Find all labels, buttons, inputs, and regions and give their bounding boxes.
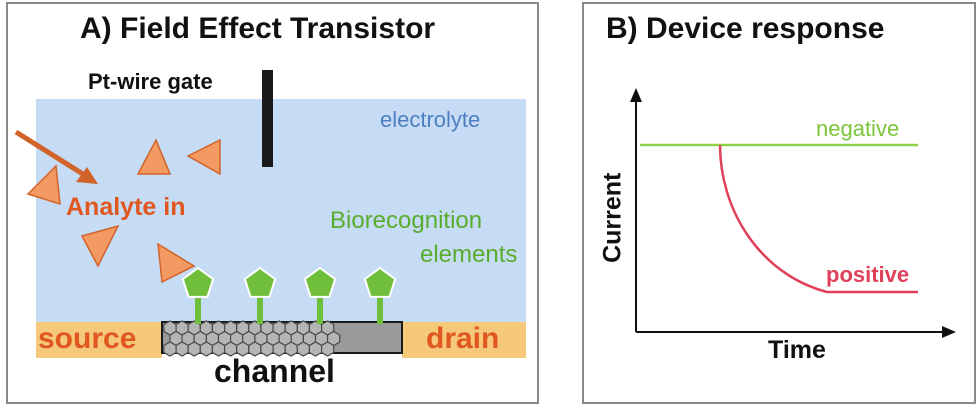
panel-device-response: B) Device response Current Time negative…	[582, 2, 976, 404]
panel-field-effect-transistor: A) Field Effect Transistor Pt-wire gate …	[6, 2, 539, 404]
drain-contact	[402, 322, 526, 358]
source-contact	[36, 322, 162, 358]
electrolyte-region	[36, 99, 526, 324]
channel-label: channel	[214, 353, 335, 389]
positive-label: positive	[826, 262, 910, 287]
elements-label: elements	[420, 241, 518, 268]
channel-graphene	[161, 320, 403, 357]
analyte-triangle	[157, 242, 196, 284]
biorecognition-label: Biorecognition	[330, 207, 483, 234]
y-axis-label: Current	[598, 172, 627, 263]
analyte-triangle	[136, 138, 172, 175]
source-label: source	[38, 322, 137, 355]
biorecognition-element	[181, 266, 215, 324]
pt-wire-gate	[262, 70, 273, 167]
analyte-molecules	[26, 138, 221, 284]
biorecognition-element	[363, 266, 397, 324]
drain-label: drain	[426, 322, 500, 355]
negative-label: negative	[816, 116, 900, 141]
y-axis	[630, 88, 642, 332]
biorecognition-element	[243, 266, 277, 324]
panel-b-title: B) Device response	[606, 12, 885, 45]
response-chart	[630, 88, 956, 338]
gate-label: Pt-wire gate	[88, 69, 213, 94]
x-axis	[636, 326, 956, 338]
electrolyte-label: electrolyte	[380, 107, 481, 132]
fet-diagram	[14, 70, 526, 358]
x-axis-label: Time	[768, 336, 826, 364]
panel-a-title: A) Field Effect Transistor	[80, 12, 436, 45]
analyte-in-arrow	[14, 129, 98, 184]
positive-response-curve	[718, 144, 918, 294]
biorecognition-elements	[181, 266, 397, 324]
analyte-triangle	[80, 224, 120, 268]
analyte-triangle	[186, 138, 221, 176]
analyte-triangle	[26, 164, 61, 206]
analyte-label: Analyte in	[66, 193, 186, 221]
biorecognition-element	[303, 266, 337, 324]
